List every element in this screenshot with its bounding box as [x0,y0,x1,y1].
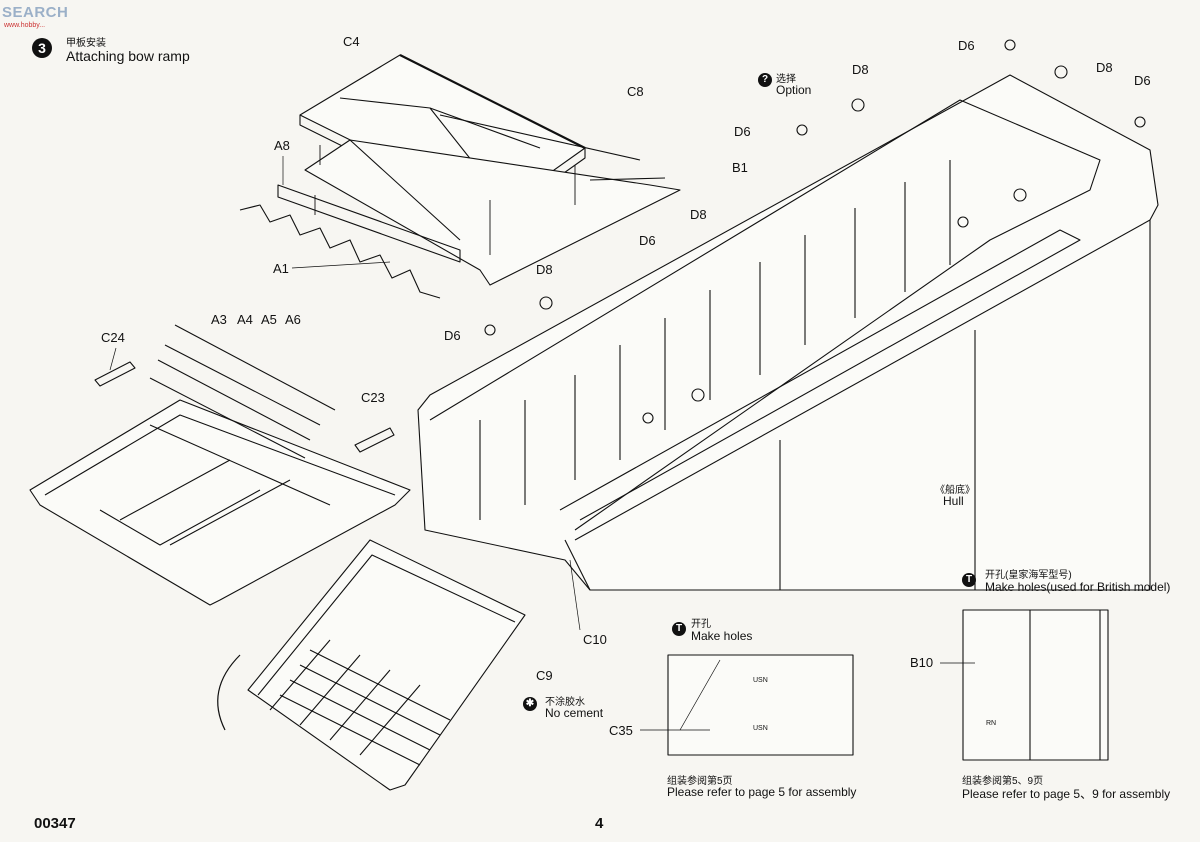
label-c24: C24 [101,330,125,345]
hull-b1 [417,74,1159,591]
label-a8: A8 [274,138,290,153]
pin-markers [484,39,1146,424]
label-d8-2: D8 [690,207,707,222]
rail-a8-a1 [239,184,461,299]
refer-right-en: Please refer to page 5、9 for assembly [962,787,1171,801]
rotate-arrow [217,654,241,731]
hull-en: Hull [943,494,964,508]
b10-detail [962,609,1109,761]
make-holes-british-en: Make holes(used for British model) [985,580,1171,594]
watermark-subtext: www.hobby... [4,22,46,29]
label-d6-3: D6 [734,124,751,139]
label-d6-1: D6 [444,328,461,343]
label-d6-2: D6 [639,233,656,248]
label-c23: C23 [361,390,385,405]
part-c24 [94,361,136,387]
label-a1: A1 [273,261,289,276]
no-cement-icon: ✱ [523,697,537,711]
make-holes-icon: T [672,622,686,636]
step-title-en: Attaching bow ramp [66,48,190,64]
label-c10: C10 [583,632,607,647]
option-en: Option [776,83,812,97]
label-a3: A3 [211,312,227,327]
label-d8-3: D8 [852,62,869,77]
label-a6: A6 [285,312,301,327]
make-holes-en: Make holes [691,629,753,643]
leader-lines [109,156,975,731]
usn-mark-1: USN [753,677,768,684]
watermark-text: SEARCH [2,4,69,21]
refer-left-cn: 组装参阅第5页 [667,776,733,787]
part-c23 [354,427,395,453]
label-a4: A4 [237,312,253,327]
deck-frame-c8 [304,114,681,286]
make-holes-british-cn: 开孔(皇家海军型号) [985,570,1072,581]
no-cement-en: No cement [545,706,604,720]
option-cn: 选择 [776,74,796,85]
label-d8-4: D8 [1096,60,1113,75]
rn-mark: RN [986,720,997,727]
refer-left-en: Please refer to page 5 for assembly [667,785,857,799]
product-code: 00347 [34,815,76,832]
option-icon: ? [758,73,772,87]
label-c8: C8 [627,84,644,99]
make-holes-british-icon: T [962,573,976,587]
usn-mark-2: USN [753,725,768,732]
label-a5: A5 [261,312,277,327]
ramp-grid [247,539,526,791]
step-number-badge: 3 [32,38,52,58]
bow-ramp-assembly [29,324,411,606]
c35-detail [667,654,854,756]
label-c35: C35 [609,723,633,738]
step-title-cn: 甲板安装 [66,38,106,49]
watermark: SEARCH [2,4,68,21]
refer-right-cn: 组装参阅第5、9页 [962,776,1044,787]
label-d6-5: D6 [1134,73,1151,88]
label-b10: B10 [910,655,934,670]
label-d8-1: D8 [536,262,553,277]
page-number: 4 [595,815,604,832]
label-c9: C9 [536,668,553,683]
label-d6-4: D6 [958,38,975,53]
no-cement-cn: 不涂胶水 [545,697,585,708]
label-c4: C4 [343,34,360,49]
hull-cn: 《船底》 [935,485,975,496]
guide-arrows-deck [314,145,576,255]
label-b1: B1 [732,160,748,175]
make-holes-cn: 开孔 [691,619,711,630]
